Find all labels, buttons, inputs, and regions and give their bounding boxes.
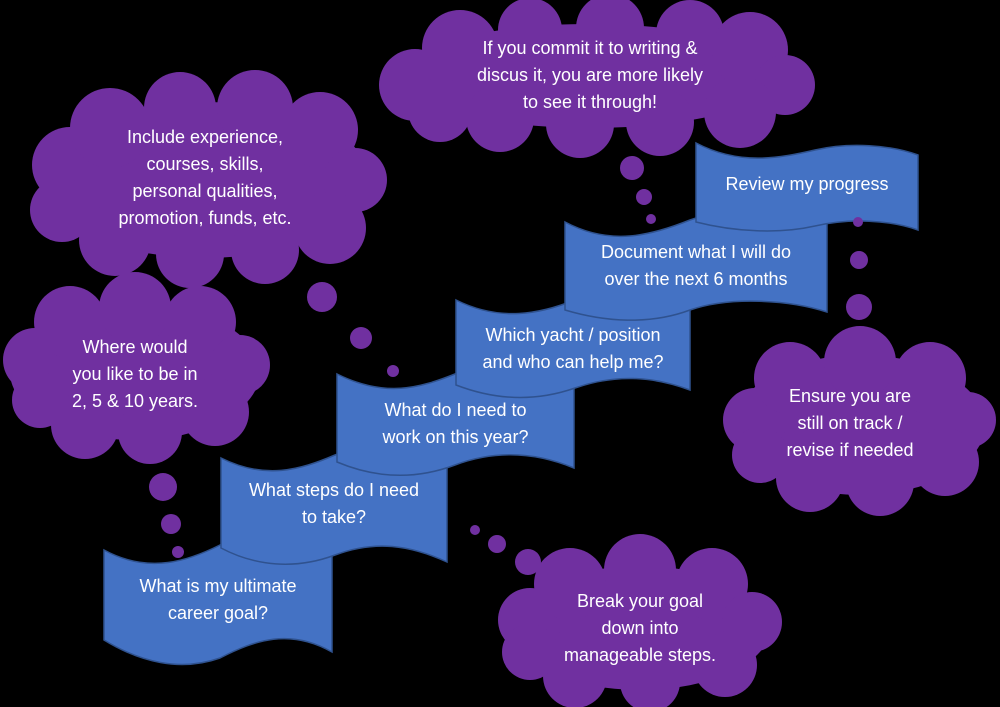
thought-dot xyxy=(850,251,868,269)
thought-dot xyxy=(470,525,480,535)
thought-cloud-left xyxy=(3,272,270,464)
thought-dot xyxy=(846,294,872,320)
step-banner-6 xyxy=(695,141,919,232)
step-banner-2 xyxy=(220,446,448,565)
thought-dot xyxy=(307,282,337,312)
thought-cloud-top xyxy=(379,0,815,158)
thought-dot xyxy=(636,189,652,205)
thought-cloud-bottom xyxy=(498,534,782,707)
thought-dot xyxy=(488,535,506,553)
thought-cloud-right xyxy=(723,326,996,516)
thought-dot xyxy=(149,473,177,501)
thought-dot xyxy=(172,546,184,558)
thought-dot xyxy=(515,549,541,575)
thought-dot xyxy=(387,365,399,377)
thought-dot xyxy=(646,214,656,224)
thought-dot xyxy=(620,156,644,180)
thought-dot xyxy=(853,217,863,227)
thought-cloud-upper-left xyxy=(30,70,387,288)
thought-dot xyxy=(161,514,181,534)
step-banner-5 xyxy=(564,209,828,321)
thought-dot xyxy=(350,327,372,349)
step-banner-1 xyxy=(103,534,333,666)
